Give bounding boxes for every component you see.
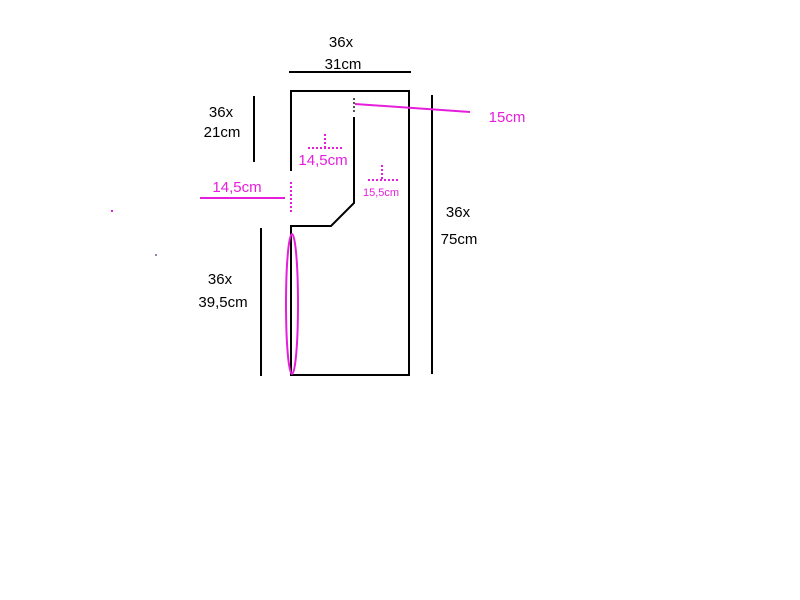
lower-left-count-label: 36x xyxy=(208,271,233,288)
pink-15cm-line xyxy=(354,103,471,113)
pink-inner-label: 14,5cm xyxy=(298,152,347,169)
pink-right-label: 15cm xyxy=(489,109,526,126)
upper-left-size-label: 21cm xyxy=(204,124,241,141)
top-count-label: 36x xyxy=(329,34,354,51)
right-size-label: 75cm xyxy=(441,231,478,248)
top-size-label: 31cm xyxy=(325,56,362,73)
upper-left-count-label: 36x xyxy=(209,104,234,121)
right-count-label: 36x xyxy=(446,204,471,221)
lower-left-size-label: 39,5cm xyxy=(198,294,247,311)
stray-dot-gray xyxy=(155,254,157,256)
armhole-ellipse xyxy=(285,233,299,375)
stray-dot-pink xyxy=(111,210,113,212)
pink-small-label: 15,5cm xyxy=(363,187,399,199)
pattern-outline xyxy=(290,90,410,376)
pink-left-label: 14,5cm xyxy=(212,179,261,196)
